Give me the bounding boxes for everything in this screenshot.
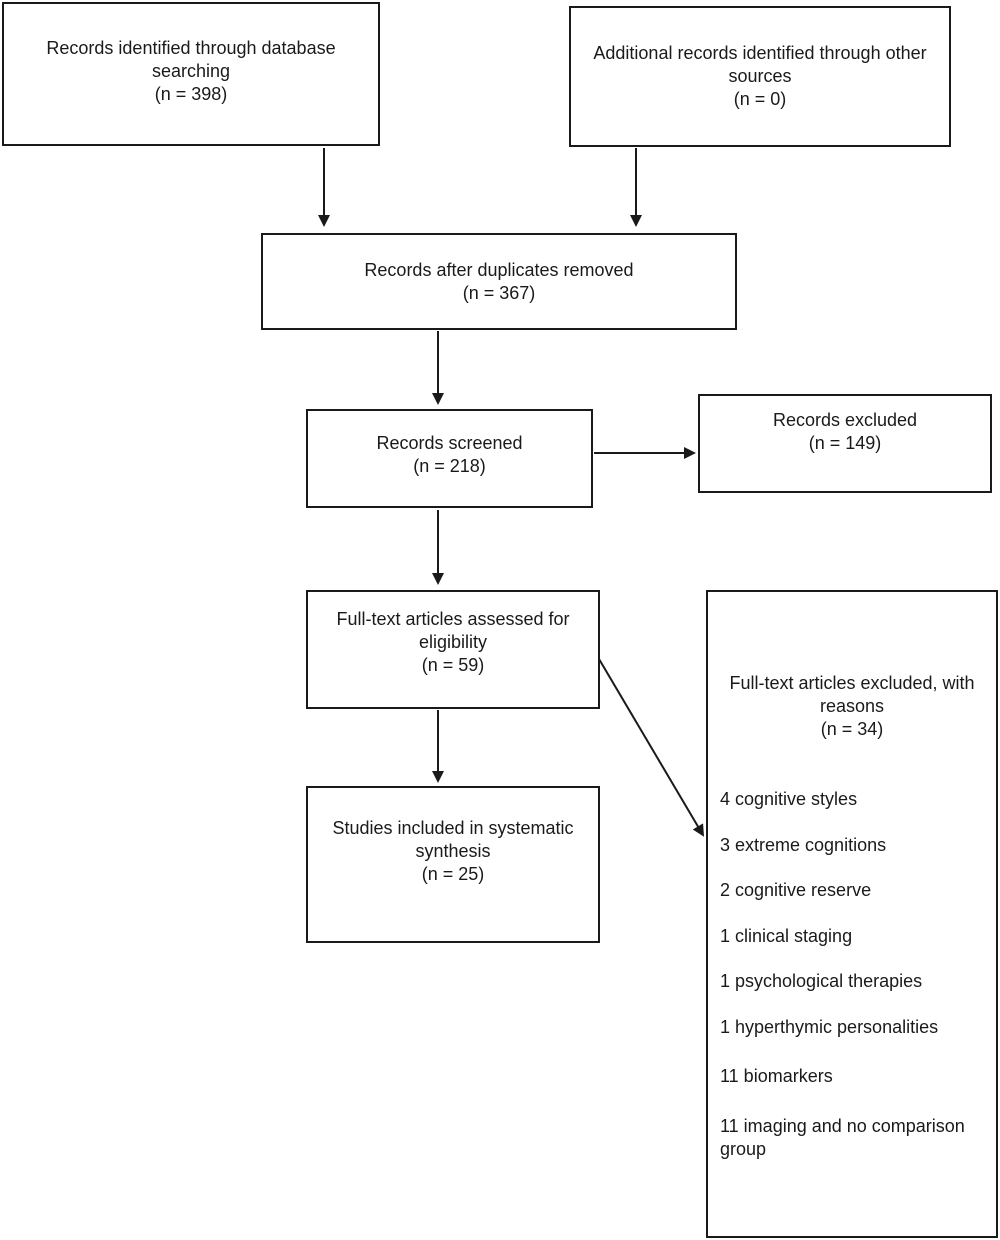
list-item: 11 biomarkers	[720, 1066, 833, 1086]
list-item: 1 hyperthymic personalities	[720, 1017, 939, 1037]
list-item: 4 cognitive styles	[720, 789, 858, 809]
box-records-screened: Records screened (n = 218)	[306, 409, 593, 508]
box-label: Records screened	[376, 432, 523, 453]
box-label: Records excluded	[772, 409, 918, 430]
box-records-excluded: Records excluded (n = 149)	[698, 394, 992, 493]
box-label-line2: reasons	[819, 696, 885, 716]
arrow-fulltext-to-excluded-reasons	[598, 658, 705, 837]
box-label-line1: Full-text articles excluded, with	[729, 673, 975, 693]
box-studies-included: Studies included in systematic synthesis…	[306, 786, 600, 943]
box-fulltext-assessed: Full-text articles assessed for eligibil…	[306, 590, 600, 709]
box-label-line2: searching	[151, 60, 231, 81]
box-label-line1: Full-text articles assessed for	[336, 609, 570, 629]
box-count: (n = 367)	[462, 282, 536, 303]
list-item: 2 cognitive reserve	[720, 880, 872, 900]
box-label-line1: Studies included in systematic	[332, 818, 574, 838]
box-records-after-duplicates: Records after duplicates removed (n = 36…	[261, 233, 737, 330]
box-label: Records after duplicates removed	[364, 259, 634, 280]
box-count: (n = 149)	[808, 432, 882, 453]
box-label-line1: Records identified through database	[46, 37, 336, 58]
box-label-line2: synthesis	[415, 841, 491, 861]
box-count: (n = 25)	[421, 864, 485, 884]
box-label-line2: eligibility	[418, 632, 488, 652]
box-fulltext-excluded-reasons: Full-text articles excluded, with reason…	[706, 590, 998, 1238]
list-item: 1 psychological therapies	[720, 971, 923, 991]
box-count: (n = 59)	[421, 655, 485, 675]
list-item: 3 extreme cognitions	[720, 835, 887, 855]
box-count: (n = 218)	[413, 455, 486, 476]
box-additional-records: Additional records identified through ot…	[569, 6, 951, 147]
box-records-identified-database: Records identified through database sear…	[2, 2, 380, 146]
list-item: group	[720, 1139, 767, 1159]
box-count: (n = 34)	[820, 719, 884, 739]
box-label-line1: Additional records identified through ot…	[593, 43, 927, 63]
list-item: 11 imaging and no comparison	[720, 1116, 965, 1136]
box-count: (n = 0)	[733, 89, 787, 109]
list-item: 1 clinical staging	[720, 926, 853, 946]
box-label-line2: sources	[728, 66, 792, 86]
box-count: (n = 398)	[154, 83, 228, 104]
